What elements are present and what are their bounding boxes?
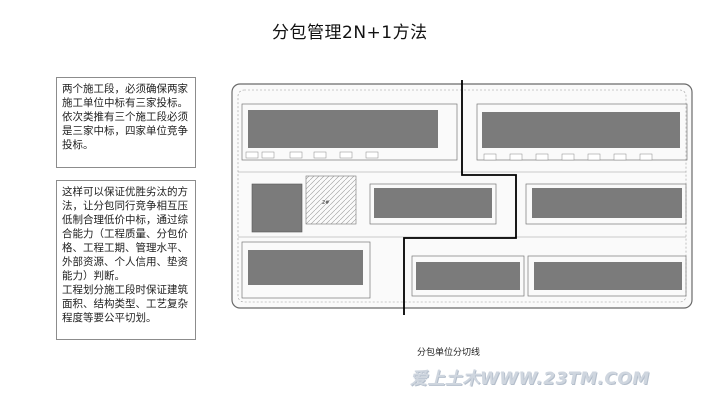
- note-box-rationale: 这样可以保证优胜劣汰的方法，让分包同行竞争相互压低制合理低价中标，通过综合能力（…: [56, 180, 196, 340]
- building: [251, 183, 303, 233]
- building-footprint: [525, 183, 687, 225]
- parking-row: [245, 151, 653, 161]
- building: [248, 250, 363, 285]
- building-footprint: [411, 255, 525, 297]
- page-title: 分包管理2N+1方法: [272, 23, 428, 43]
- building: [248, 110, 438, 148]
- note-line: 这样可以保证优胜劣汰的方法，让分包同行竞争相互压低制合理低价中标，通过综合能力（…: [62, 186, 188, 282]
- building: [416, 262, 520, 290]
- block-label: 2#: [322, 200, 329, 206]
- building-footprint: [527, 255, 687, 297]
- building: [534, 262, 682, 290]
- cut-line-label: 分包单位分切线: [417, 348, 481, 358]
- note-box-bid-rule: 两个施工段，必须确保两家施工单位中标有三家投标。 依次类推有三个施工段必须是三家…: [56, 77, 196, 168]
- building-footprint: [241, 103, 458, 161]
- building-footprint: [476, 103, 688, 161]
- site-plan: 2#: [231, 80, 693, 315]
- building: [374, 188, 492, 218]
- watermark: 爱上土木WWW.23TM.COM: [410, 369, 650, 389]
- note-line: 两个施工段，必须确保两家施工单位中标有三家投标。: [62, 83, 188, 109]
- building: [482, 112, 680, 148]
- note-line: 工程划分施工段时保证建筑面积、结构类型、工艺复杂程度等要公平切划。: [62, 284, 188, 324]
- building-footprint: [369, 183, 497, 225]
- hatched-plaza: [305, 175, 357, 225]
- building-footprint: [241, 241, 371, 299]
- building: [532, 188, 682, 218]
- subcontract-cut-line: [403, 80, 517, 315]
- note-line: 依次类推有三个施工段必须是三家中标，四家单位竞争投标。: [62, 111, 188, 151]
